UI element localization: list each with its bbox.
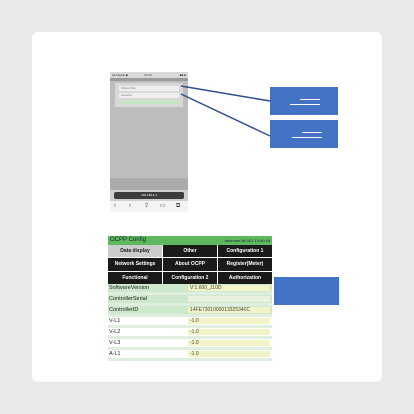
data-row: V-L1 -1.0	[108, 317, 272, 328]
menu-configuration-2[interactable]: Configuration 2	[163, 271, 217, 284]
phone-app-header	[110, 78, 188, 81]
back-icon[interactable]: ‹	[114, 203, 116, 209]
data-row: V-L3 -1.0	[108, 339, 272, 350]
clock-label: 13:34	[144, 73, 152, 77]
menu-configuration-1[interactable]: Configuration 1	[218, 245, 272, 258]
browser-toolbar: ‹ › ⇪ ▭ ⧉	[110, 201, 188, 212]
phone-screenshot: ●● Digital ◆ 13:34 ■■ ■ Charge Point con…	[110, 72, 188, 212]
menu-functional[interactable]: Functional	[108, 271, 162, 284]
data-row: SoftwareVersion V:1.600_J10D	[108, 284, 272, 295]
callout-box-2	[270, 120, 338, 148]
menu-register-meter[interactable]: Register(Meter)	[218, 258, 272, 271]
app-title: OCPP Config	[110, 237, 146, 243]
field-hint	[108, 358, 272, 361]
menu-data-display[interactable]: Data display	[108, 245, 162, 258]
share-icon[interactable]: ⇪	[144, 203, 150, 209]
data-row: V-L2 -1.0	[108, 328, 272, 339]
field-label: A-L1	[109, 351, 121, 357]
battery-icon: ■■ ■	[179, 73, 186, 77]
charge-point-field[interactable]: Charge Point	[119, 86, 179, 91]
callout-line	[290, 104, 320, 105]
data-row: A-L1 -1.0	[108, 350, 272, 361]
field-hint	[108, 292, 272, 295]
menu-authorization[interactable]: Authorization	[218, 271, 272, 284]
field-hint	[108, 303, 272, 306]
connector-field[interactable]: connector	[119, 93, 179, 98]
field-value[interactable]: -1.0	[188, 329, 270, 335]
callout-box-3	[274, 277, 339, 305]
menu-about-ocpp[interactable]: About OCPP	[163, 258, 217, 271]
connector-line-1	[180, 85, 271, 102]
phone-app-area: Charge Point connector	[110, 78, 188, 178]
book-icon[interactable]: ▭	[160, 203, 166, 209]
confirm-button[interactable]	[119, 100, 179, 104]
menu-other[interactable]: Other	[163, 245, 217, 258]
phone-dim-area	[110, 178, 188, 190]
field-value[interactable]: -1.0	[188, 340, 270, 346]
field-label: V-L2	[109, 329, 121, 335]
title-bar: OCPP Config welcome:W-021 13:40:16	[108, 236, 272, 245]
field-label: V-L1	[109, 318, 121, 324]
forward-icon[interactable]: ›	[129, 203, 131, 209]
data-row: ControllerID 14FE7301000013325340C	[108, 306, 272, 317]
field-hint	[108, 347, 272, 350]
menu-grid: Data display Other Configuration 1 Netwo…	[108, 245, 272, 284]
session-info: welcome:W-021 13:40:16	[224, 238, 270, 243]
field-value[interactable]: -1.0	[188, 351, 270, 357]
field-hint	[108, 336, 272, 339]
data-row: ControllerSerial	[108, 295, 272, 306]
field-value[interactable]: V:1.600_J10D	[188, 285, 270, 291]
callout-line	[292, 137, 322, 138]
field-label: V-L3	[109, 340, 121, 346]
menu-network-settings[interactable]: Network Settings	[108, 258, 162, 271]
carrier-label: ●● Digital ◆	[112, 73, 128, 77]
field-value[interactable]: 14FE7301000013325340C	[188, 307, 270, 313]
address-bar[interactable]: 192.168.4.1	[114, 192, 184, 199]
callout-box-1	[270, 87, 338, 115]
tabs-icon[interactable]: ⧉	[176, 203, 181, 209]
callout-line	[302, 132, 322, 133]
connector-line-2	[180, 93, 271, 137]
field-value[interactable]: -1.0	[188, 318, 270, 324]
phone-status-bar: ●● Digital ◆ 13:34 ■■ ■	[110, 72, 188, 78]
ocpp-config-screenshot: OCPP Config welcome:W-021 13:40:16 Data …	[108, 236, 272, 382]
login-dialog: Charge Point connector	[115, 83, 183, 107]
field-value[interactable]	[188, 296, 270, 302]
callout-line	[300, 99, 320, 100]
field-hint	[108, 314, 272, 317]
field-hint	[108, 325, 272, 328]
